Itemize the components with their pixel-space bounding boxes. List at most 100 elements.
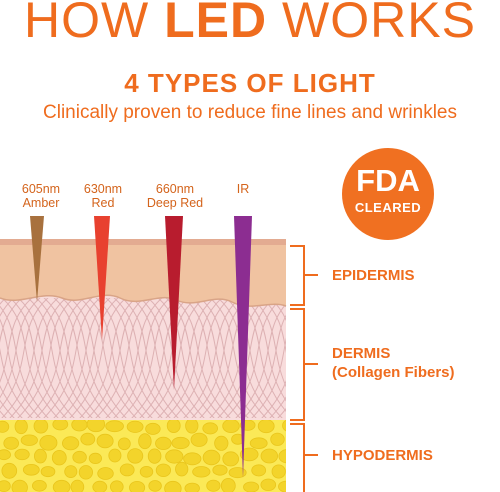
fat-cell (39, 434, 58, 451)
fat-cell (184, 482, 200, 492)
red-light-beam (94, 216, 110, 340)
fat-cell (88, 452, 103, 464)
collagen-fiber (9, 298, 67, 418)
collagen-fiber (243, 298, 286, 402)
collagen-fiber (53, 298, 111, 418)
deep-red-light-beam (165, 216, 183, 390)
fat-cell (148, 480, 162, 492)
fat-cell (171, 436, 190, 450)
collagen-fiber (87, 298, 145, 418)
fat-cell (278, 480, 286, 492)
fat-cell (239, 447, 259, 462)
collagen-fiber (121, 298, 179, 418)
collagen-fiber (95, 298, 153, 418)
fat-cell (138, 433, 152, 450)
dermis-name: DERMIS (332, 345, 391, 362)
collagen-fiber (17, 298, 75, 418)
collagen-fiber (183, 298, 241, 418)
collagen-fiber (0, 298, 41, 399)
ir-name: IR (236, 182, 250, 196)
title-suffix: WORKS (267, 0, 476, 48)
epidermis-bracket (290, 245, 318, 306)
hypodermis-name: HYPODERMIS (332, 447, 433, 464)
collagen-fiber (147, 298, 205, 418)
red-wavelength: 630nm (83, 182, 123, 196)
light-label-red: 630nm Red (68, 182, 138, 210)
fat-cell (212, 464, 228, 476)
collagen-fiber (79, 298, 137, 418)
fat-cell (164, 480, 182, 492)
fat-cell (51, 450, 67, 466)
dermis-subtitle: (Collagen Fibers) (332, 364, 455, 381)
collagen-fiber (225, 298, 283, 418)
red-name: Red (91, 196, 115, 210)
fat-cell (214, 435, 229, 451)
collagen-fiber (35, 298, 93, 418)
fat-cell (129, 481, 146, 492)
collagen-fiber (209, 298, 267, 418)
collagen-fiber (113, 298, 171, 418)
fda-cleared-badge: FDA CLEARED (342, 148, 434, 240)
collagen-fiber (261, 380, 286, 418)
collagen-fiber (0, 384, 23, 418)
fat-cell (288, 435, 301, 446)
collagen-fiber (1, 298, 59, 418)
subtitle: 4 TYPES OF LIGHT (124, 68, 376, 98)
collagen-fiber (243, 314, 286, 418)
dermis-label: DERMIS (Collagen Fibers) (332, 344, 455, 382)
hypodermis-label: HYPODERMIS (332, 446, 433, 465)
collagen-fiber (0, 305, 49, 418)
collagen-fiber (235, 303, 286, 418)
collagen-fiber (0, 318, 41, 418)
fat-cell (260, 478, 277, 492)
fat-cell (78, 465, 94, 480)
collagen-fiber (165, 298, 223, 418)
collagen-fiber (95, 298, 153, 418)
collagen-fiber (43, 298, 101, 418)
collagen-fiber (87, 298, 145, 418)
fat-cell (127, 448, 144, 464)
fat-cell (192, 466, 211, 478)
fat-cell (61, 436, 80, 451)
amber-wavelength: 605nm (21, 182, 61, 196)
fat-cell (155, 463, 171, 478)
fat-cell (33, 418, 49, 434)
epidermis-label: EPIDERMIS (332, 266, 415, 285)
fat-cell (202, 422, 219, 435)
epidermis-boundary (0, 294, 287, 307)
badge-fda-text: FDA (356, 163, 420, 198)
collagen-fiber (0, 399, 15, 418)
epidermis-name: EPIDERMIS (332, 267, 415, 284)
collagen-fiber (0, 298, 15, 317)
collagen-fiber (225, 298, 283, 418)
fat-cell (0, 480, 11, 492)
collagen-fiber (43, 298, 101, 418)
fat-cell (145, 422, 161, 435)
collagen-fiber (105, 298, 163, 418)
fat-cell (220, 478, 236, 492)
fat-cell (147, 448, 162, 464)
collagen-fiber (183, 298, 241, 418)
fat-cell (119, 463, 135, 477)
collagen-fiber (121, 298, 179, 418)
fat-cell (260, 448, 279, 464)
collagen-fiber (0, 298, 23, 343)
collagen-fiber (79, 298, 137, 418)
fat-cell (271, 464, 286, 479)
amber-name: Amber (22, 196, 60, 210)
page-title: HOW LED WORKS (0, 0, 500, 48)
fat-cell (270, 432, 285, 446)
collagen-fiber (69, 298, 127, 418)
collagen-fiber (269, 298, 286, 322)
fat-cell (14, 448, 30, 461)
fat-cell (105, 420, 124, 433)
fat-cell (34, 448, 47, 464)
fat-cell (126, 420, 144, 433)
collagen-fiber (27, 298, 85, 418)
fat-cell (257, 419, 275, 434)
fat-cell (71, 418, 88, 432)
fat-cell (92, 480, 108, 492)
skin-surface (0, 239, 286, 245)
collagen-fiber (113, 298, 171, 418)
